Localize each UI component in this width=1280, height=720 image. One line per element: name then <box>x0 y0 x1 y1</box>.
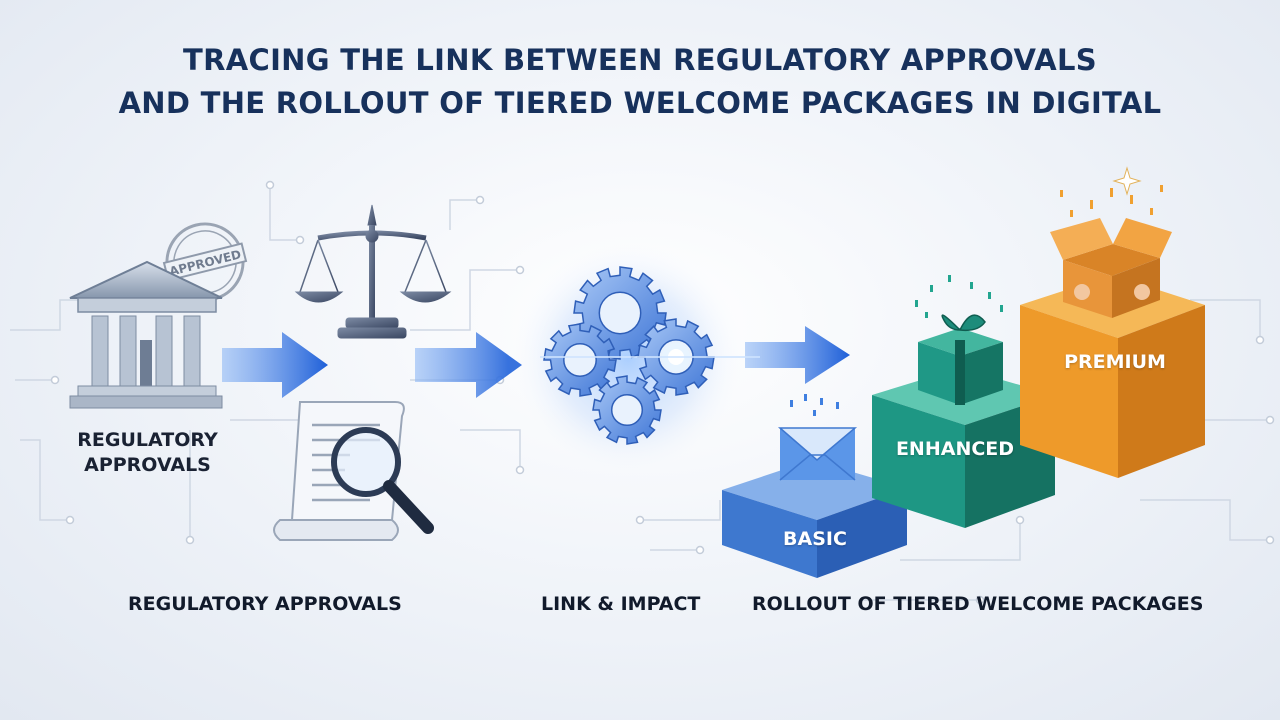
circuit-lines <box>10 185 1270 601</box>
bank-label: REGULATORY APPROVALS <box>40 428 255 478</box>
tier-block-basic <box>722 460 907 578</box>
caption-link: LINK & IMPACT <box>541 593 701 615</box>
gear-large-hub <box>598 291 642 335</box>
tier-label-premium: PREMIUM <box>1064 351 1166 373</box>
title-line-1: TRACING THE LINK BETWEEN REGULATORY APPR… <box>183 43 1097 77</box>
caption-approvals: REGULATORY APPROVALS <box>128 593 402 615</box>
tier-label-enhanced: ENHANCED <box>895 438 1015 460</box>
bank-label-line-1: REGULATORY <box>77 429 218 451</box>
bank-label-line-2: APPROVALS <box>84 454 211 476</box>
gears-icon <box>508 238 760 478</box>
envelope-icon <box>777 394 858 481</box>
gift-box-icon <box>915 275 1003 405</box>
tier-label-basic: BASIC <box>783 528 847 550</box>
magnifier-icon <box>331 427 434 534</box>
bank-building-icon <box>69 260 223 409</box>
flow-arrow-1 <box>222 332 328 398</box>
gear-left-hub <box>563 343 597 377</box>
flow-arrow-3 <box>745 326 850 384</box>
open-box-icon <box>1050 166 1172 318</box>
title-line-2: AND THE ROLLOUT OF TIERED WELCOME PACKAG… <box>118 86 1162 120</box>
balance-scale-icon <box>294 204 452 339</box>
gear-bottom-hub <box>610 393 644 427</box>
caption-rollout: ROLLOUT OF TIERED WELCOME PACKAGES <box>752 593 1204 615</box>
flow-arrow-2 <box>415 332 522 398</box>
